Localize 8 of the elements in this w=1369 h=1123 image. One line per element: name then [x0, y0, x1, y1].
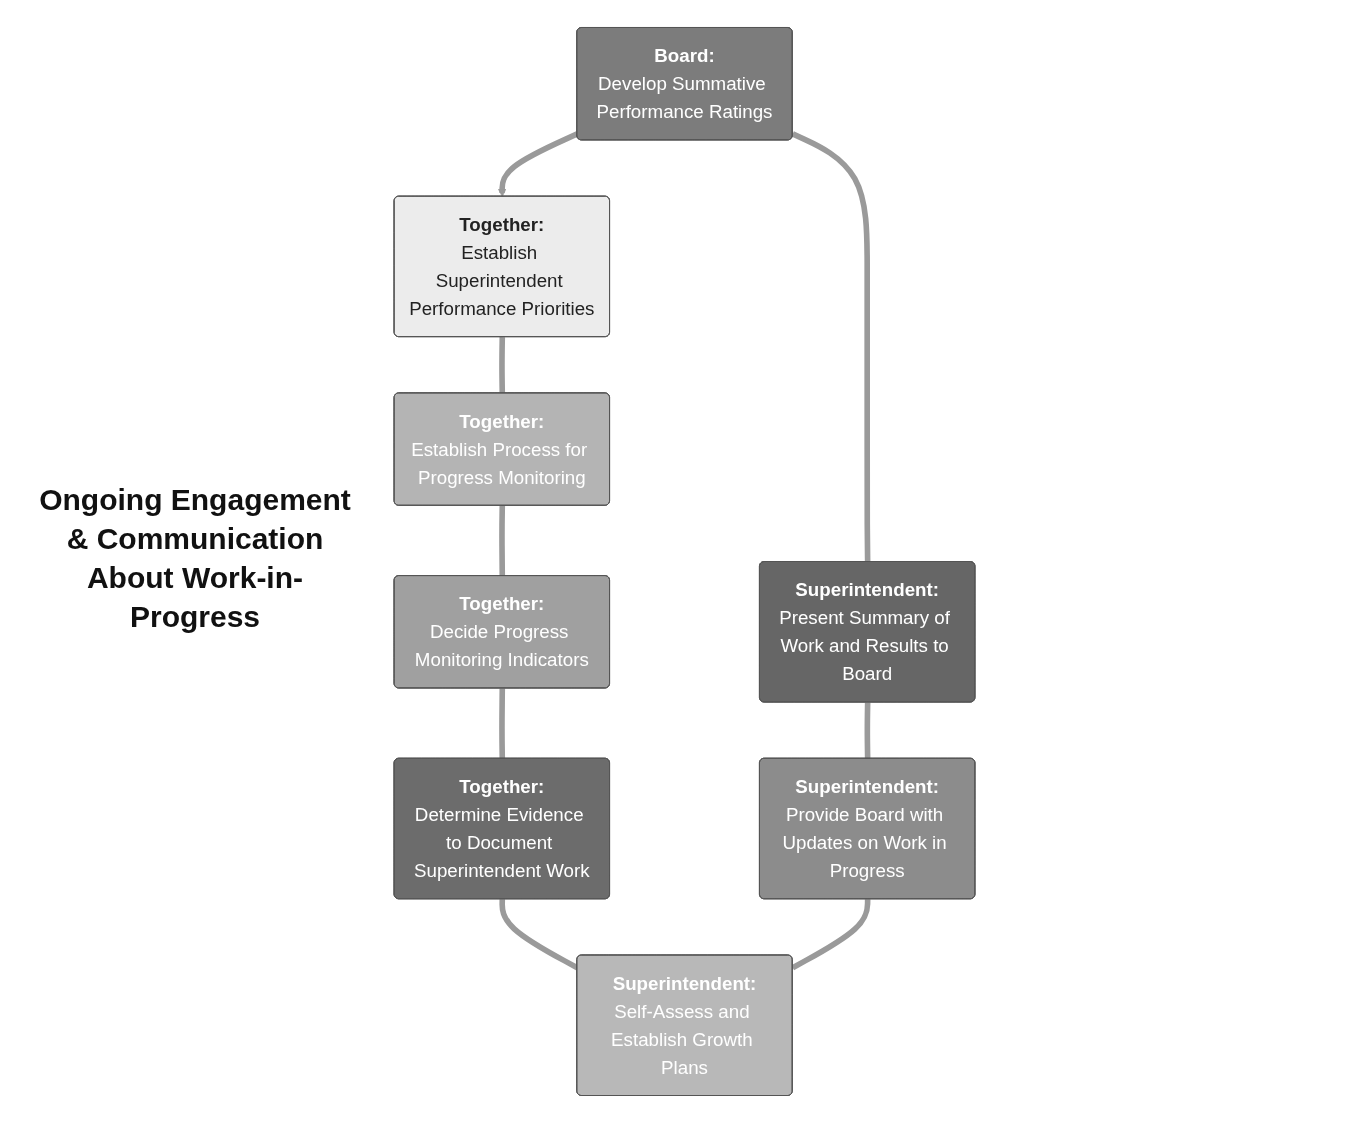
connector: [499, 505, 506, 577]
connector: [864, 702, 871, 759]
arrow: [498, 131, 579, 197]
connector: [499, 337, 506, 394]
connector: [499, 688, 506, 759]
connector: [791, 899, 871, 971]
connector: [791, 131, 871, 562]
center-caption: Ongoing Engagement & Communication About Work-in-Progress: [38, 482, 352, 635]
